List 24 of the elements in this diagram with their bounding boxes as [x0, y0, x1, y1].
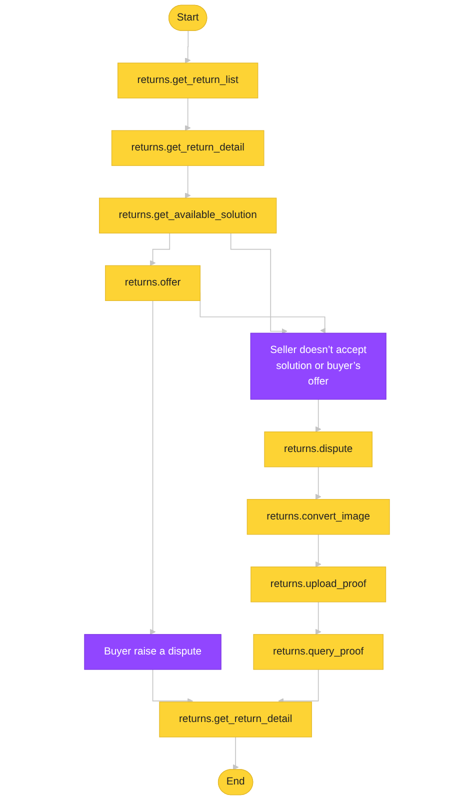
node-box: Buyer raise a dispute	[84, 634, 222, 670]
node-box: returns.convert_image	[246, 499, 390, 535]
arrow	[315, 398, 322, 432]
node-box: returns.offer	[105, 265, 200, 301]
node-box: returns.query_proof	[253, 634, 384, 670]
arrow	[184, 165, 191, 198]
arrow	[278, 669, 319, 704]
arrow	[150, 232, 170, 266]
arrow	[315, 466, 322, 500]
arrow	[315, 602, 322, 635]
arrow	[184, 30, 191, 64]
node-box: returns.upload_proof	[250, 566, 386, 602]
arrow	[230, 232, 288, 334]
arrow	[184, 98, 191, 131]
arrow	[150, 300, 156, 635]
arrow	[232, 736, 239, 770]
node-box: returns.get_return_list	[118, 62, 258, 98]
node-box: returns.get_return_detail	[111, 130, 264, 166]
node-box: returns.dispute	[264, 432, 373, 468]
node-box: Seller doesn’t accept solution or buyer’s offer	[250, 332, 386, 400]
node-box: returns.get_return_detail	[159, 702, 312, 738]
arrow	[152, 669, 194, 704]
node-box: returns.get_available_solution	[99, 198, 277, 234]
arrow	[315, 534, 322, 568]
